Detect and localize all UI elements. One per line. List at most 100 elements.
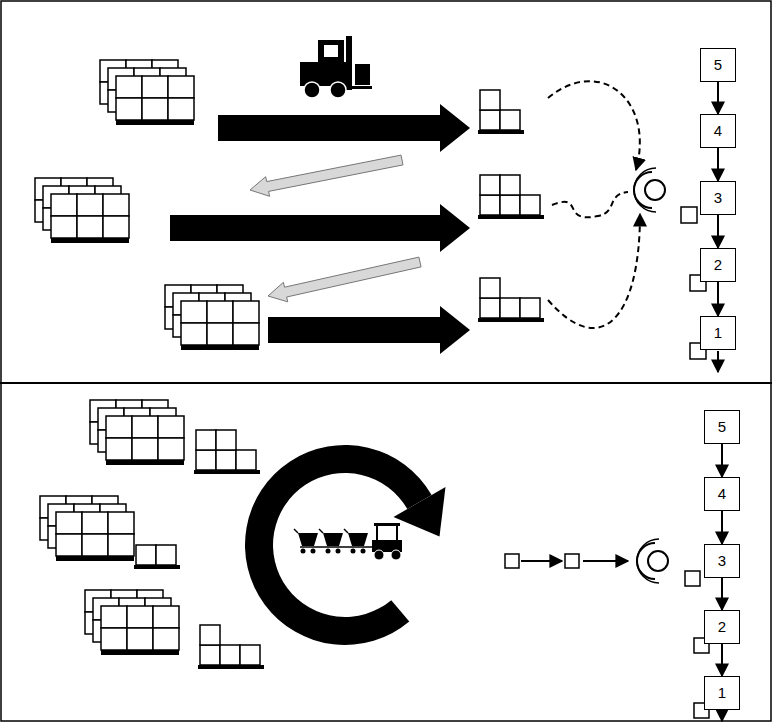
- part-box: [500, 175, 520, 195]
- part-box: [500, 298, 520, 318]
- station-box: 3: [700, 181, 736, 215]
- part-box: [158, 416, 184, 438]
- flow-connector: [721, 578, 723, 610]
- part-box: [200, 645, 220, 665]
- station-number: 1: [718, 685, 726, 702]
- full-pallet: [90, 400, 184, 465]
- part-box: [103, 216, 129, 238]
- cart-wheel: [351, 549, 356, 554]
- cart-handle: [344, 529, 348, 533]
- station-box: 1: [704, 676, 740, 710]
- tugger-wheel: [391, 550, 401, 560]
- part-box: [196, 430, 216, 450]
- forklift-wheel: [330, 82, 346, 98]
- return-arrow: [268, 257, 421, 302]
- part-box: [500, 195, 520, 215]
- part-box: [207, 323, 233, 345]
- operator-arc: [637, 543, 655, 579]
- cart-wheel: [326, 549, 331, 554]
- flow-connector: [721, 444, 723, 477]
- flow-arrow: [218, 104, 470, 152]
- part-box: [220, 645, 240, 665]
- partial-pallet: [478, 175, 544, 219]
- milk-run-loop: [245, 445, 432, 645]
- part-box: [82, 534, 108, 556]
- forklift-fork: [352, 86, 372, 89]
- part-box: [233, 323, 259, 345]
- loop-arrowhead: [394, 487, 446, 537]
- flow-arrow: [268, 306, 470, 354]
- part-box: [681, 207, 697, 223]
- full-pallet: [165, 285, 259, 350]
- station-number: 3: [714, 190, 722, 207]
- part-box: [82, 512, 108, 534]
- station-box: 2: [700, 248, 736, 282]
- pallet-base: [478, 215, 544, 219]
- operator-arc: [634, 168, 656, 212]
- station-number: 2: [718, 619, 726, 636]
- part-box: [480, 195, 500, 215]
- flow-connector: [717, 282, 719, 316]
- walking-path: [548, 81, 640, 170]
- station-number: 4: [714, 123, 722, 140]
- cart-wheel: [336, 549, 341, 554]
- exit-arrow: [717, 351, 719, 372]
- part-box: [181, 301, 207, 323]
- pallet-base: [478, 318, 544, 322]
- part-box: [181, 323, 207, 345]
- part-box: [168, 98, 194, 120]
- part-box: [142, 98, 168, 120]
- pallet-base: [56, 556, 134, 561]
- part-box: [51, 194, 77, 216]
- part-box: [153, 628, 179, 650]
- station-box: 4: [704, 477, 740, 511]
- partial-pallet: [198, 625, 264, 669]
- part-box: [480, 175, 500, 195]
- station-number: 3: [718, 553, 726, 570]
- pallet-base: [134, 565, 180, 569]
- full-pallet: [35, 178, 129, 243]
- pallet-base: [198, 665, 264, 669]
- part-box: [685, 571, 700, 586]
- part-box: [196, 450, 216, 470]
- part-box: [77, 194, 103, 216]
- flow-arrow: [170, 204, 470, 252]
- part-box: [127, 606, 153, 628]
- part-box: [132, 416, 158, 438]
- part-box: [480, 110, 500, 130]
- partial-pallet: [194, 430, 260, 474]
- pallet-base: [194, 470, 260, 474]
- divider-line: [0, 382, 772, 384]
- part-box: [240, 645, 260, 665]
- pallet-base: [181, 345, 259, 350]
- pallet-base: [478, 130, 524, 134]
- operator-symbol: [645, 180, 665, 200]
- tugger-post: [376, 523, 378, 541]
- flow-connector: [717, 148, 719, 181]
- part-box: [127, 628, 153, 650]
- partial-pallet: [478, 278, 544, 322]
- forklift-icon: [300, 36, 372, 98]
- part-box: [216, 430, 236, 450]
- part-box: [520, 195, 540, 215]
- part-box: [56, 512, 82, 534]
- part-box: [106, 416, 132, 438]
- flow-connector: [717, 215, 719, 248]
- cart-wheel: [361, 549, 366, 554]
- flow-arrow: [583, 560, 628, 562]
- part-box: [520, 298, 540, 318]
- part-box: [233, 301, 259, 323]
- flow-connector: [721, 511, 723, 544]
- part-box: [101, 628, 127, 650]
- cart-basket: [298, 533, 318, 546]
- part-box: [158, 438, 184, 460]
- part-box: [108, 534, 134, 556]
- illustration-shapes: [35, 36, 722, 721]
- part-box: [505, 554, 519, 568]
- part-box: [136, 545, 156, 565]
- part-box: [207, 301, 233, 323]
- operator-arc: [634, 172, 652, 208]
- pallet-base: [101, 650, 179, 655]
